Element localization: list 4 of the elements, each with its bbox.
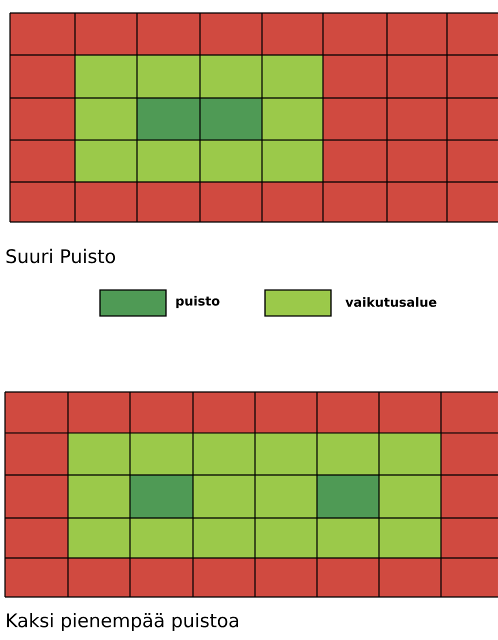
legend-label: puisto xyxy=(176,296,220,308)
caption: Kaksi pienempää puistoa xyxy=(7,612,238,632)
legend-label: vaikutusalue xyxy=(345,297,436,307)
caption: Suuri Puisto xyxy=(6,248,115,264)
